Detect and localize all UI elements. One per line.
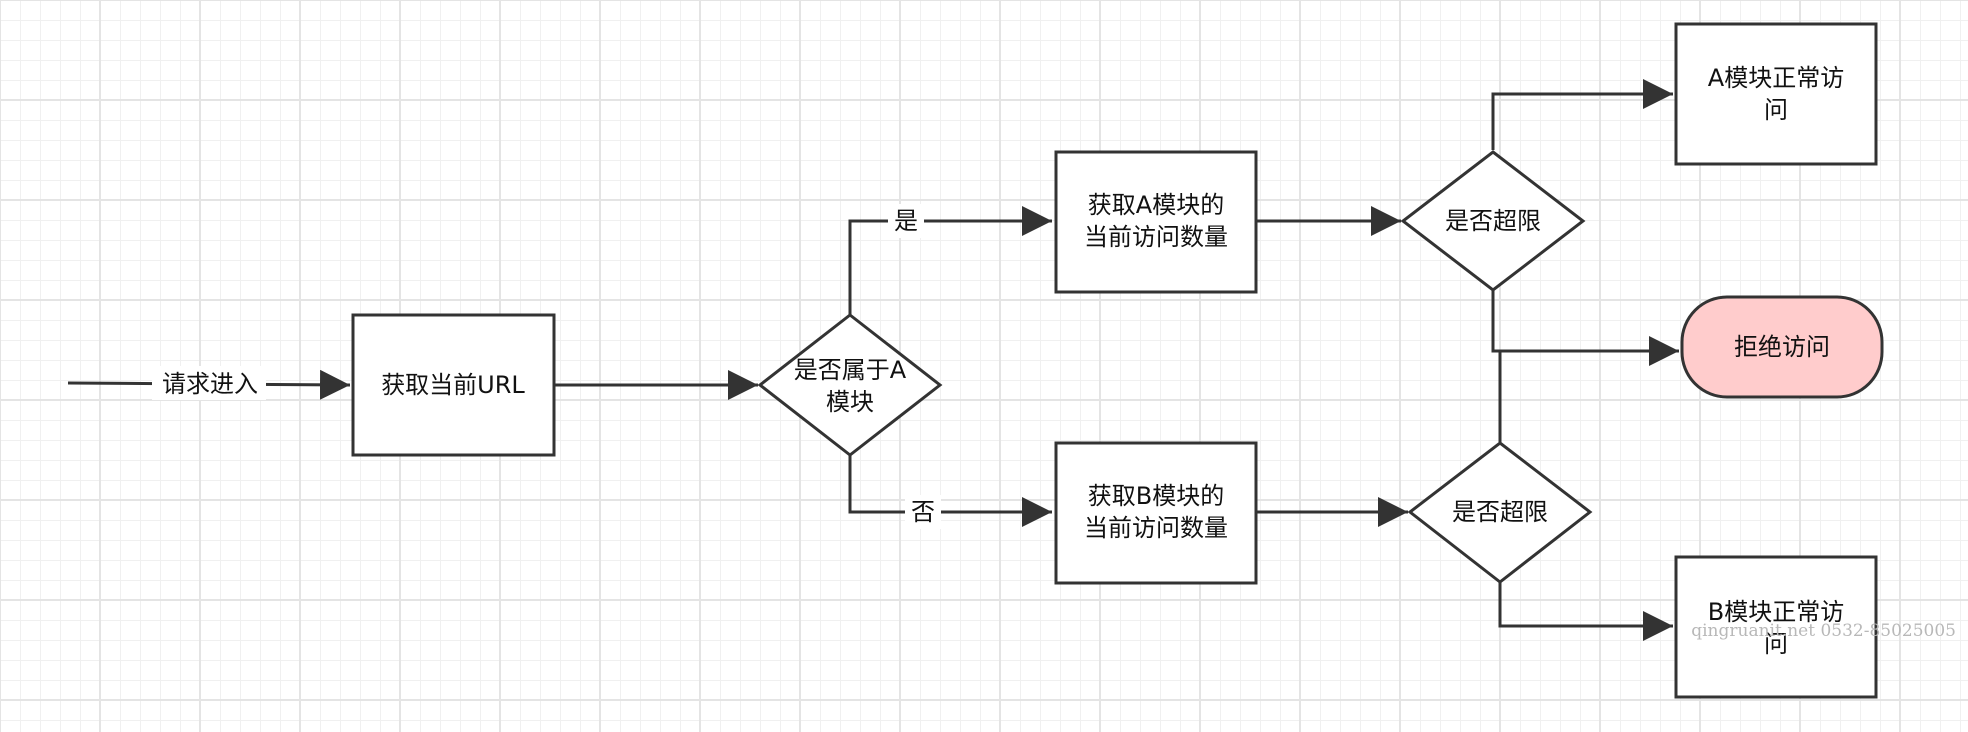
start-label: 请求进入 [152, 366, 266, 400]
svg-text:当前访问数量: 当前访问数量 [1084, 223, 1228, 251]
svg-text:获取A模块的: 获取A模块的 [1088, 191, 1224, 219]
reject-node: 拒绝访问 [1680, 295, 1884, 399]
access-b-node: B模块正常访 问 [1674, 555, 1878, 699]
access-a-node: A模块正常访 问 [1674, 22, 1878, 166]
edge-check-b-to-access-b [1498, 582, 1673, 641]
svg-text:问: 问 [1764, 630, 1788, 658]
svg-text:当前访问数量: 当前访问数量 [1084, 514, 1228, 542]
svg-text:拒绝访问: 拒绝访问 [1734, 333, 1830, 361]
yes-label: 是 [888, 204, 924, 238]
watermark: qingruanit.net 0532-85025005 [1691, 621, 1956, 641]
limit-check-b: 是否超限 [1407, 441, 1593, 584]
svg-text:是否属于A: 是否属于A [794, 356, 907, 384]
edge-no [848, 455, 1052, 527]
get-url-node: 获取当前URL [351, 313, 556, 457]
svg-text:获取B模块的: 获取B模块的 [1088, 482, 1224, 510]
svg-text:模块: 模块 [826, 388, 874, 416]
edge-yes [848, 206, 1052, 315]
svg-text:否: 否 [911, 498, 935, 526]
svg-text:问: 问 [1764, 96, 1788, 124]
get-count-a-node: 获取A模块的 当前访问数量 [1054, 150, 1258, 294]
no-label: 否 [905, 495, 941, 529]
svg-text:是否超限: 是否超限 [1445, 207, 1541, 235]
edge-check-a-to-reject [1491, 290, 1679, 366]
svg-text:请求进入: 请求进入 [162, 370, 258, 398]
edge-check-a-to-access-a [1491, 79, 1673, 150]
svg-text:获取当前URL: 获取当前URL [381, 371, 525, 399]
svg-text:A模块正常访: A模块正常访 [1708, 64, 1844, 92]
limit-check-a: 是否超限 [1400, 150, 1586, 292]
svg-text:是: 是 [894, 207, 918, 235]
svg-text:是否超限: 是否超限 [1452, 498, 1548, 526]
module-decision: 是否属于A 模块 [757, 313, 943, 457]
svg-text:B模块正常访: B模块正常访 [1708, 598, 1844, 626]
get-count-b-node: 获取B模块的 当前访问数量 [1054, 441, 1258, 585]
